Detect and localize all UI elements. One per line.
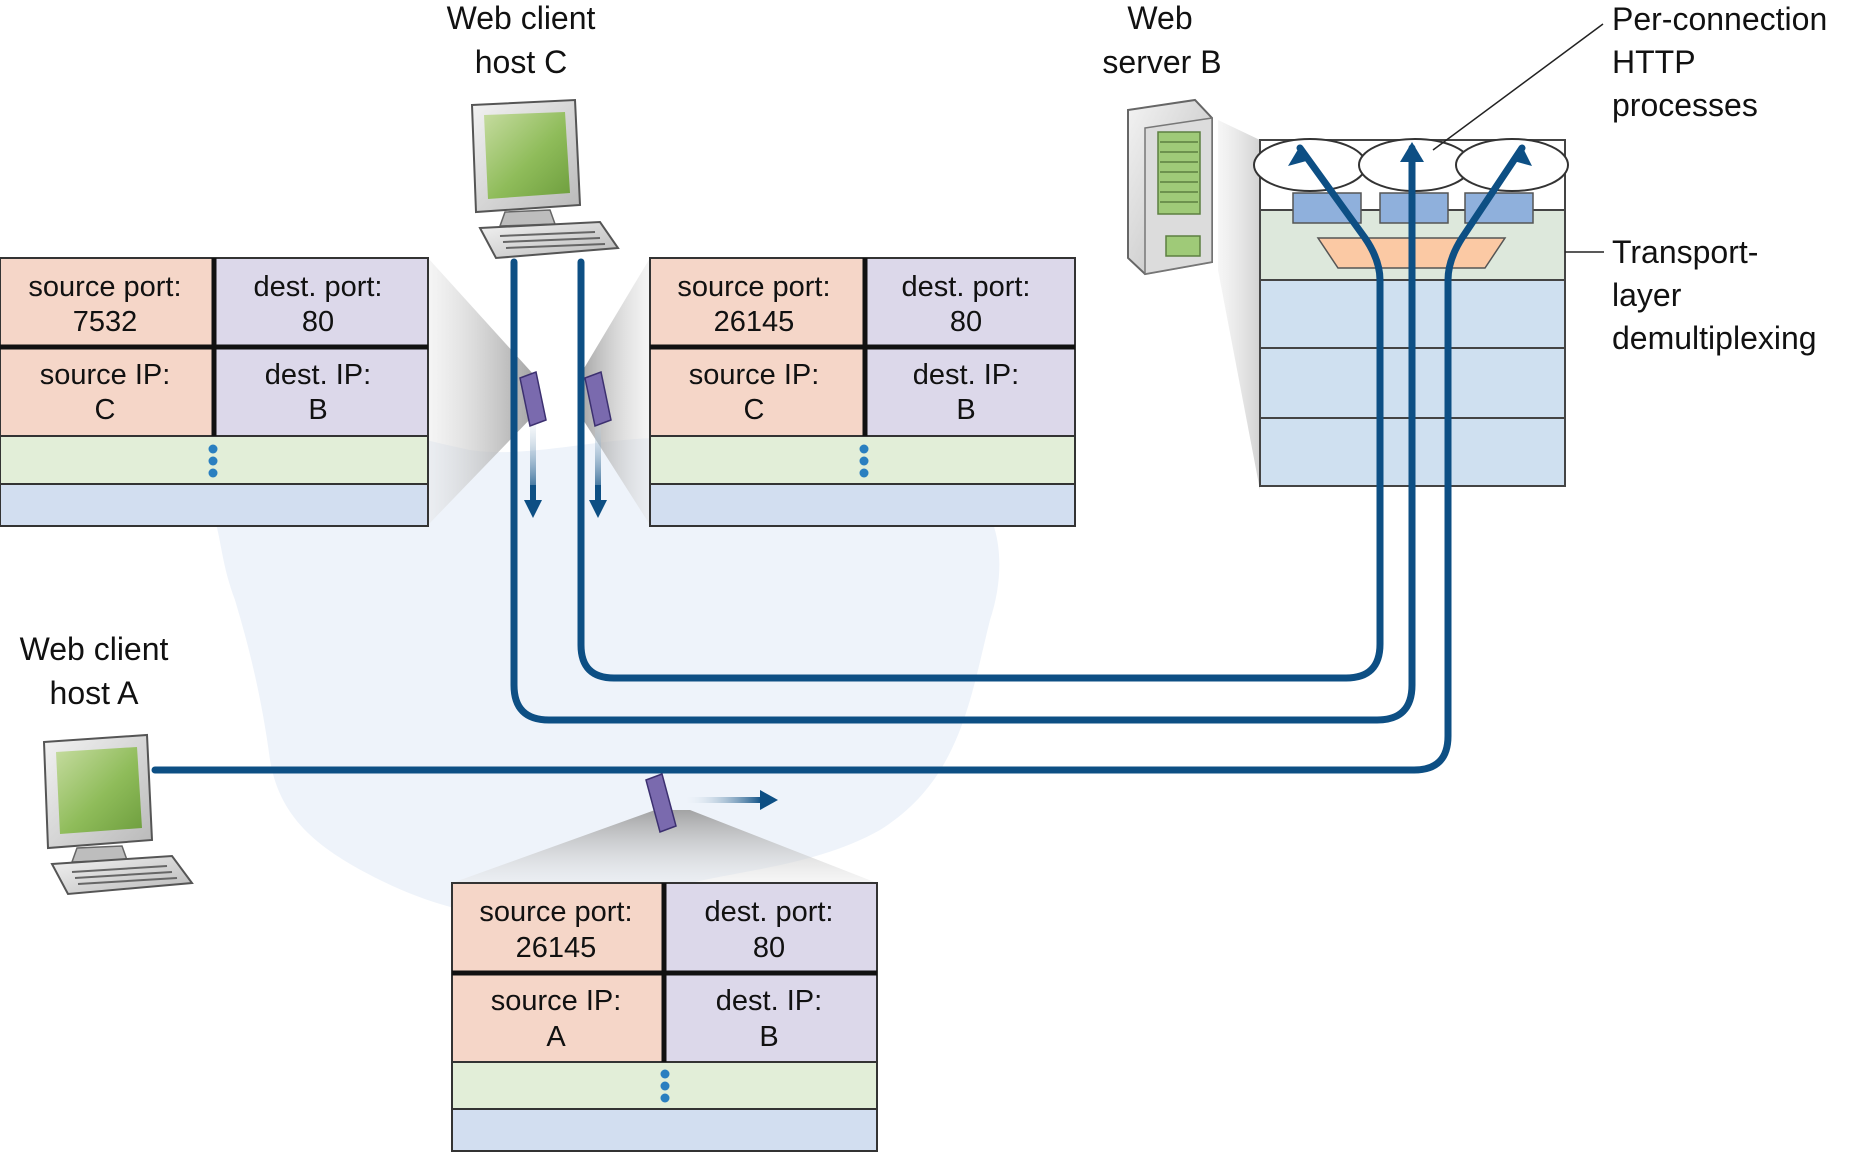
packet-middle (584, 370, 612, 518)
packet-bottom (645, 773, 778, 833)
src-ip-label: source IP: (689, 359, 820, 391)
demux-label-line3: demultiplexing (1612, 320, 1817, 356)
dst-ip-label: dest. IP: (716, 985, 822, 1017)
dst-ip-value: B (759, 1021, 778, 1053)
demux-label-line1: Transport- (1612, 234, 1758, 270)
client-c-label-line1: Web client (447, 0, 596, 36)
src-port-value: 26145 (714, 306, 795, 338)
src-ip-value: C (744, 394, 765, 426)
dst-port-value: 80 (950, 306, 982, 338)
arrowhead-1 (1288, 146, 1310, 166)
zoom-wedge-server (1218, 120, 1260, 490)
dst-ip-cell (213, 345, 429, 437)
src-port-label: source port: (479, 896, 632, 928)
dst-ip-label: dest. IP: (913, 359, 1019, 391)
src-port-label: source port: (677, 271, 830, 303)
computer-c-icon (470, 98, 620, 260)
src-ip-value: C (95, 394, 116, 426)
src-port-value: 26145 (516, 932, 597, 964)
segment-left: source port: 7532 dest. port: 80 source … (0, 257, 429, 527)
dst-port-label: dest. port: (254, 271, 383, 303)
path-a-26145 (151, 144, 1526, 774)
dst-port-value: 80 (753, 932, 785, 964)
arrowheads (1288, 142, 1532, 166)
server-b-label-line2: server B (1102, 44, 1221, 80)
trailer-cell (451, 1108, 878, 1152)
demux-label-line2: layer (1612, 277, 1682, 313)
network-cloud (207, 424, 1000, 920)
dst-port-label: dest. port: (902, 271, 1031, 303)
arrowhead-3 (1510, 146, 1532, 166)
src-ip-cell (0, 345, 215, 437)
connection-paths (151, 144, 1526, 774)
processes-label-line2: HTTP (1612, 44, 1696, 80)
arrowhead-2 (1400, 142, 1424, 162)
dst-port-label: dest. port: (705, 896, 834, 928)
packet-left (519, 370, 547, 518)
dst-port-cell (864, 257, 1076, 347)
client-c-label-line2: host C (475, 44, 567, 80)
server-b-label-line1: Web (1127, 0, 1192, 36)
zoom-wedge-bottom (452, 810, 877, 883)
socket-1 (1292, 192, 1362, 224)
path-c-26145 (577, 144, 1384, 682)
client-a-label-line2: host A (50, 675, 140, 711)
path-c-7532 (510, 144, 1416, 724)
src-ip-cell (649, 345, 866, 437)
segment-bottom: source port: 26145 dest. port: 80 source… (451, 882, 878, 1152)
processes-label-line3: processes (1612, 87, 1758, 123)
zoom-wedge-middle (580, 258, 650, 525)
src-ip-label: source IP: (40, 359, 171, 391)
dst-ip-label: dest. IP: (265, 359, 371, 391)
processes-label-line1: Per-connection (1612, 1, 1827, 37)
dst-port-value: 80 (302, 306, 334, 338)
client-a-label-line1: Web client (20, 631, 169, 667)
computer-a-icon (42, 733, 194, 896)
src-ip-label: source IP: (491, 985, 622, 1017)
processes-leader (1432, 23, 1604, 151)
segment-middle: source port: 26145 dest. port: 80 source… (649, 257, 1076, 527)
socket-3 (1464, 192, 1534, 224)
ellipsis-dots-icon (859, 444, 869, 478)
src-port-label: source port: (28, 271, 181, 303)
trailer-cell (649, 483, 1076, 527)
ellipsis-dots-icon (208, 444, 218, 478)
dst-ip-value: B (956, 394, 975, 426)
trailer-cell (0, 483, 429, 527)
dst-ip-value: B (308, 394, 327, 426)
zoom-wedge-left (428, 258, 534, 525)
ellipsis-dots-icon (660, 1069, 670, 1103)
src-port-cell (451, 882, 665, 973)
src-port-value: 7532 (73, 306, 138, 338)
src-ip-value: A (546, 1021, 566, 1053)
server-b-icon (1127, 98, 1213, 276)
